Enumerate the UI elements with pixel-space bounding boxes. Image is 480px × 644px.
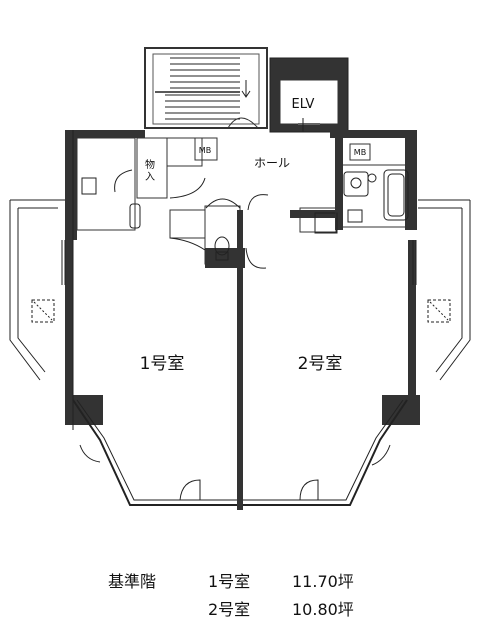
mb-left-label: MB xyxy=(199,146,211,155)
unit1-label: 1号室 xyxy=(140,354,185,374)
storage-label: 物入 xyxy=(145,158,155,183)
unit1-caption: 1号室 xyxy=(208,572,251,591)
mb-right-label: MB xyxy=(354,148,366,157)
bathroom xyxy=(339,143,413,228)
balcony-left xyxy=(9,199,66,381)
lower-walls xyxy=(72,130,408,506)
unit2-label: 2号室 xyxy=(298,354,343,374)
unit2-caption: 2号室 xyxy=(208,600,251,619)
balcony-right xyxy=(412,199,471,381)
unit2-area: 10.80坪 xyxy=(292,600,354,619)
storage-label-line: 入 xyxy=(145,172,155,183)
elevator-label: ELV xyxy=(292,97,315,112)
storage-label-line: 物 xyxy=(145,158,155,171)
unit1-area: 11.70坪 xyxy=(292,572,354,591)
stairwell xyxy=(144,47,268,129)
floor-label: 基準階 xyxy=(108,572,157,591)
floor-plan-drawing xyxy=(9,47,471,510)
doors xyxy=(79,444,391,501)
exterior-walls xyxy=(65,130,420,510)
service-core xyxy=(76,137,338,269)
elevator-shaft xyxy=(269,57,349,133)
hall-label: ホール xyxy=(254,156,290,170)
